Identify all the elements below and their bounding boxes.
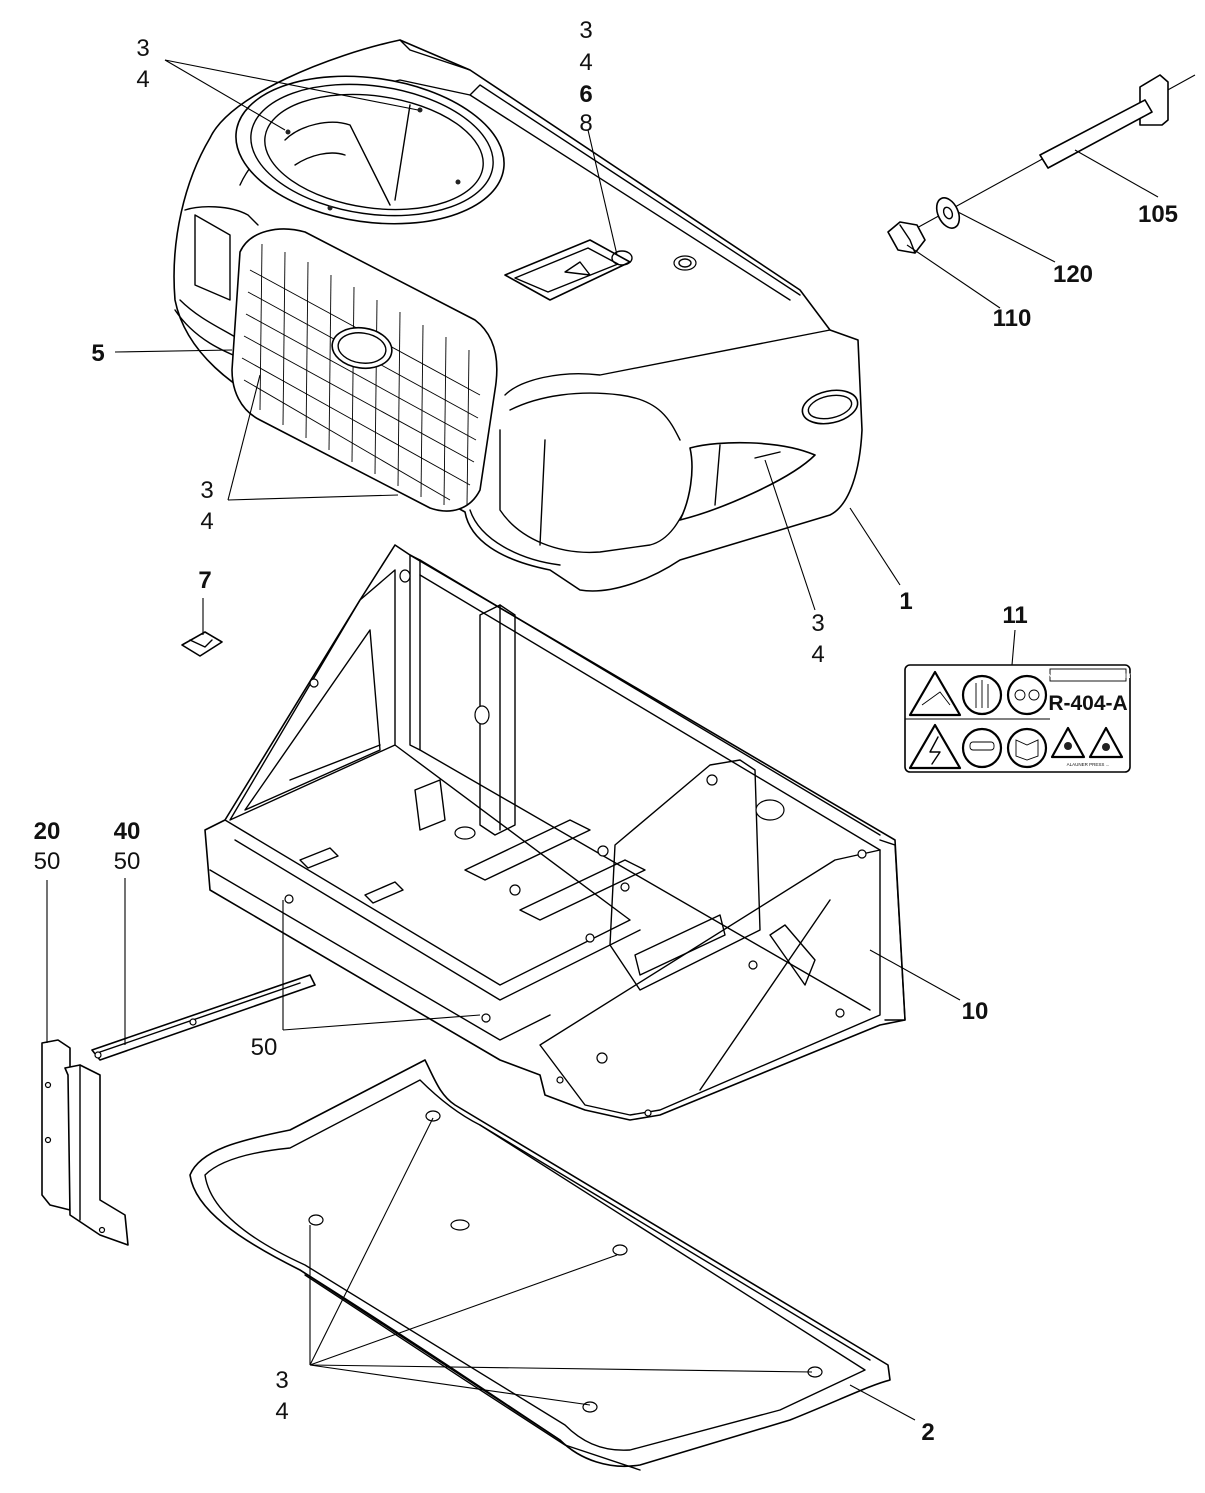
callout-top-center-4: 4 xyxy=(579,49,592,76)
callout-labels: 3 4 3 4 6 8 105 120 110 5 3 4 7 1 3 4 11… xyxy=(34,17,1178,1446)
callout-20-50: 50 xyxy=(34,848,61,875)
callout-side-4: 4 xyxy=(811,641,824,668)
callout-20: 20 xyxy=(34,818,61,845)
top-cover-housing xyxy=(173,39,863,592)
label-footer-text: ALAUNER PRESS ... xyxy=(1067,762,1110,767)
callout-grille-3: 3 xyxy=(200,477,213,504)
electric-hazard-icon xyxy=(908,723,962,770)
drip-tray xyxy=(189,1059,891,1471)
callout-110: 110 xyxy=(993,305,1032,332)
callout-40-50: 50 xyxy=(114,848,141,875)
label-refrigerant-text: R-404-A xyxy=(1048,692,1127,715)
warning-refrigerant-icon xyxy=(1088,726,1124,759)
callout-10: 10 xyxy=(962,998,989,1025)
warning-pressure-icon xyxy=(1050,726,1086,759)
callout-top-center-8: 8 xyxy=(579,110,592,137)
callout-top-left-3: 3 xyxy=(136,35,149,62)
base-frame xyxy=(204,544,906,1121)
callout-120: 120 xyxy=(1053,261,1093,288)
callout-2: 2 xyxy=(921,1419,934,1446)
hazard-spray-icon xyxy=(908,670,962,717)
callout-tray-4: 4 xyxy=(275,1398,288,1425)
gloves-icon xyxy=(961,674,1003,716)
ear-protection-icon xyxy=(1006,674,1048,716)
callout-7: 7 xyxy=(198,567,211,594)
callout-tray-3: 3 xyxy=(275,1367,288,1394)
warning-label-sticker: DIN UNTEREN CONNECTED INT R-404-A ALAUNE… xyxy=(904,664,1134,773)
callout-5: 5 xyxy=(91,340,104,367)
callout-40: 40 xyxy=(114,818,141,845)
callout-top-left-4: 4 xyxy=(136,66,149,93)
callout-grille-4: 4 xyxy=(200,508,213,535)
label-header-text: DIN UNTEREN CONNECTED INT xyxy=(1042,674,1134,680)
callout-top-center-3: 3 xyxy=(579,17,592,44)
corner-bracket xyxy=(41,1039,129,1246)
manual-icon xyxy=(1006,727,1048,769)
goggles-icon xyxy=(961,727,1003,769)
support-rail xyxy=(91,974,316,1061)
clip-part xyxy=(181,631,223,657)
bolt-assembly xyxy=(887,74,1196,254)
callout-side-3: 3 xyxy=(811,610,824,637)
callout-11: 11 xyxy=(1002,602,1027,629)
leader-lines xyxy=(46,59,1159,1421)
callout-1: 1 xyxy=(899,588,912,615)
callout-50: 50 xyxy=(251,1034,278,1061)
front-grille xyxy=(231,228,498,512)
callout-top-center-6: 6 xyxy=(579,81,592,108)
callout-105: 105 xyxy=(1138,201,1178,228)
